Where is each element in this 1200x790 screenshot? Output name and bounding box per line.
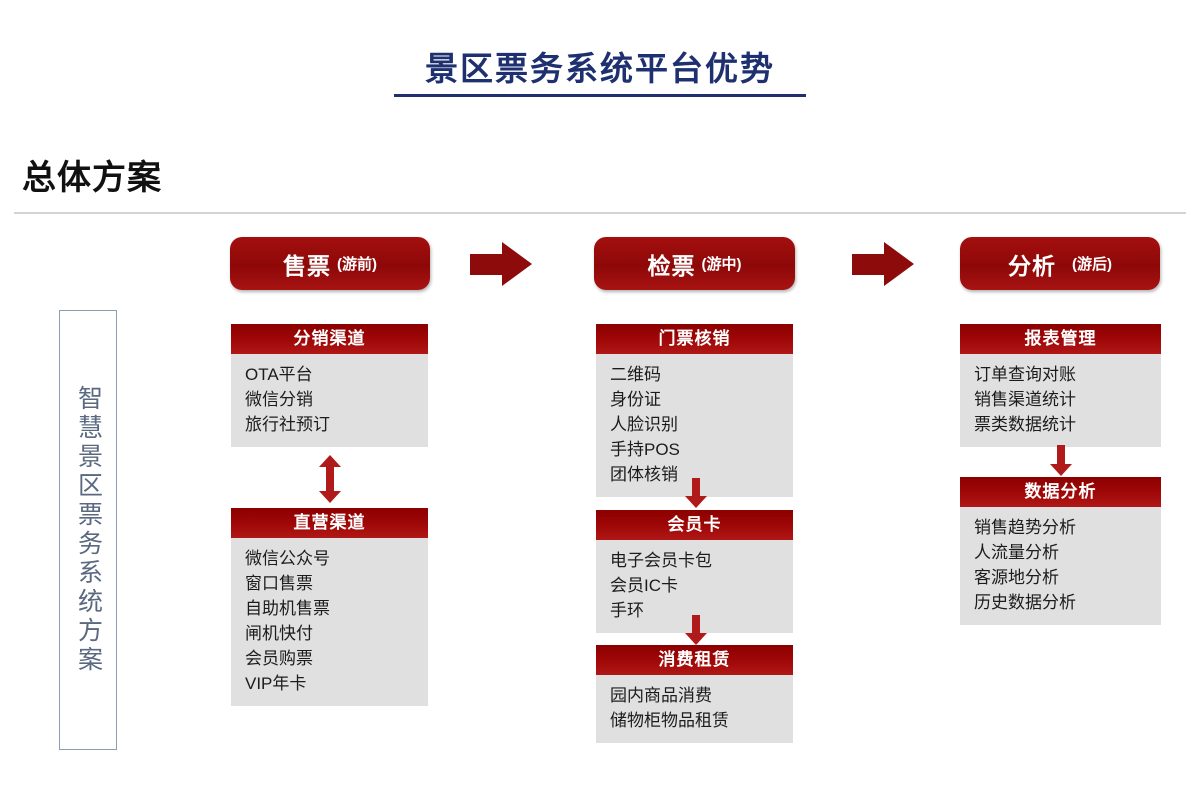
card-report-management[interactable]: 报表管理 订单查询对账 销售渠道统计 票类数据统计 <box>960 324 1161 447</box>
card-consumption-rental[interactable]: 消费租赁 园内商品消费 储物柜物品租赁 <box>596 645 793 743</box>
list-item: 团体核销 <box>610 465 678 484</box>
list-item: 自助机售票 <box>245 599 330 618</box>
card-distribution-header: 分销渠道 <box>231 324 428 354</box>
arrow-shaft <box>1057 445 1065 464</box>
arrow-down-icon <box>685 615 707 645</box>
list-item: 手环 <box>610 601 644 620</box>
card-data-analysis-body: 销售趋势分析 人流量分析 客源地分析 历史数据分析 <box>960 507 1161 625</box>
list-item: 手持POS <box>610 440 680 459</box>
card-direct-channel-header: 直营渠道 <box>231 508 428 538</box>
arrow-shaft <box>692 615 700 633</box>
arrow-down-head <box>1050 464 1072 476</box>
list-item: OTA平台 <box>245 365 313 384</box>
list-item: VIP年卡 <box>245 674 307 693</box>
scheme-side-label: 智慧景区票务系统方案 <box>59 310 117 750</box>
arrow-down-head <box>685 633 707 645</box>
stage-pill-check[interactable]: 检票 (游中) <box>594 237 795 290</box>
arrow-shaft <box>326 466 334 492</box>
list-item: 储物柜物品租赁 <box>610 711 729 730</box>
list-item: 客源地分析 <box>974 568 1059 587</box>
list-item: 微信公众号 <box>245 549 330 568</box>
arrow-right-head <box>502 242 532 286</box>
card-ticket-verification-body: 二维码 身份证 人脸识别 手持POS 团体核销 <box>596 354 793 497</box>
list-item: 会员购票 <box>245 649 313 668</box>
list-item: 二维码 <box>610 365 661 384</box>
list-item: 销售趋势分析 <box>974 518 1076 537</box>
list-item: 窗口售票 <box>245 574 313 593</box>
arrow-right-icon <box>470 242 532 286</box>
arrow-down-head <box>685 496 707 508</box>
card-ticket-verification-header: 门票核销 <box>596 324 793 354</box>
card-distribution[interactable]: 分销渠道 OTA平台 微信分销 旅行社预订 <box>231 324 428 447</box>
card-distribution-body: OTA平台 微信分销 旅行社预订 <box>231 354 428 447</box>
title-underline <box>394 94 806 97</box>
list-item: 会员IC卡 <box>610 576 678 595</box>
arrow-up-head <box>319 455 341 467</box>
arrow-right-head <box>884 242 914 286</box>
stage-pill-analyze-label: 分析 <box>1008 252 1056 279</box>
list-item: 历史数据分析 <box>974 593 1076 612</box>
card-data-analysis-header: 数据分析 <box>960 477 1161 507</box>
list-item: 人流量分析 <box>974 543 1059 562</box>
card-consumption-rental-body: 园内商品消费 储物柜物品租赁 <box>596 675 793 743</box>
stage-pill-sale-label: 售票 <box>283 252 331 279</box>
arrow-shaft <box>692 478 700 496</box>
stage-pill-sale-sublabel: (游前) <box>337 256 377 273</box>
card-ticket-verification[interactable]: 门票核销 二维码 身份证 人脸识别 手持POS 团体核销 <box>596 324 793 497</box>
stage-pill-analyze[interactable]: 分析 (游后) <box>960 237 1160 290</box>
list-item: 闸机快付 <box>245 624 313 643</box>
section-title: 总体方案 <box>22 159 162 197</box>
double-arrow-vertical-icon <box>319 455 341 503</box>
list-item: 电子会员卡包 <box>610 551 712 570</box>
stage-pill-sale[interactable]: 售票 (游前) <box>230 237 430 290</box>
arrow-right-shaft <box>852 254 888 275</box>
card-direct-channel[interactable]: 直营渠道 微信公众号 窗口售票 自助机售票 闸机快付 会员购票 VIP年卡 <box>231 508 428 706</box>
stage-pill-check-label: 检票 <box>647 252 696 279</box>
card-report-management-header: 报表管理 <box>960 324 1161 354</box>
card-consumption-rental-header: 消费租赁 <box>596 645 793 675</box>
list-item: 销售渠道统计 <box>974 390 1076 409</box>
list-item: 人脸识别 <box>610 415 678 434</box>
arrow-right-icon <box>852 242 914 286</box>
stage-pill-check-sublabel: (游中) <box>701 256 742 273</box>
arrow-down-icon <box>1050 445 1072 477</box>
section-divider <box>14 212 1186 214</box>
card-data-analysis[interactable]: 数据分析 销售趋势分析 人流量分析 客源地分析 历史数据分析 <box>960 477 1161 625</box>
list-item: 票类数据统计 <box>974 415 1076 434</box>
list-item: 微信分销 <box>245 390 313 409</box>
card-report-management-body: 订单查询对账 销售渠道统计 票类数据统计 <box>960 354 1161 447</box>
list-item: 旅行社预订 <box>245 415 330 434</box>
arrow-down-icon <box>685 478 707 508</box>
list-item: 订单查询对账 <box>974 365 1076 384</box>
scheme-side-label-text: 智慧景区票务系统方案 <box>74 385 103 675</box>
card-direct-channel-body: 微信公众号 窗口售票 自助机售票 闸机快付 会员购票 VIP年卡 <box>231 538 428 706</box>
page-title: 景区票务系统平台优势 <box>425 50 775 87</box>
card-membership-header: 会员卡 <box>596 510 793 540</box>
stage-pill-analyze-sublabel: (游后) <box>1072 256 1112 273</box>
arrow-right-shaft <box>470 254 506 275</box>
list-item: 园内商品消费 <box>610 686 712 705</box>
list-item: 身份证 <box>610 390 661 409</box>
arrow-down-head <box>319 491 341 503</box>
